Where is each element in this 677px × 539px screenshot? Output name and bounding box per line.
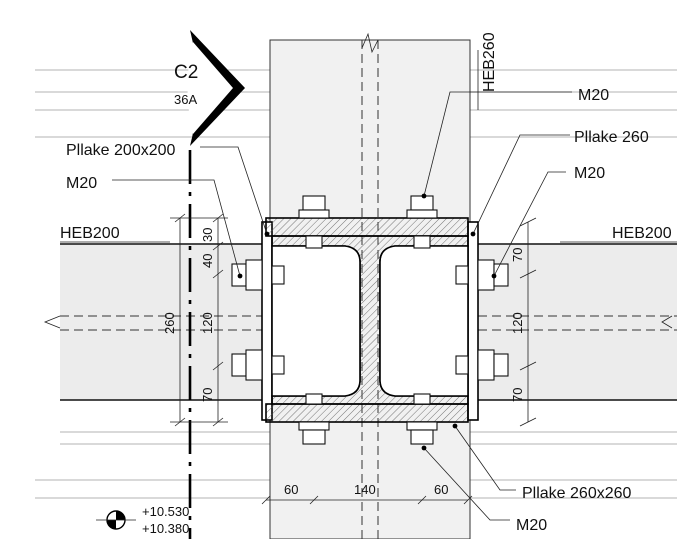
section-marker-sheet: 36A [174,92,197,107]
column-profile-label: HEB260 [481,32,498,92]
callout-bolt-top: M20 [578,87,609,104]
dimensions-right: 70 120 70 [510,217,537,427]
dim-left-40: 40 [200,254,215,268]
dim-left-70: 70 [200,388,215,402]
dim-left-total: 260 [162,312,177,334]
callout-bolt-bottom: M20 [516,517,547,534]
beam-left-profile-label: HEB200 [60,225,120,242]
callout-bolt-right: M20 [574,165,605,182]
beam-right-profile-label: HEB200 [612,225,672,242]
callout-plate-left: Pllake 200x200 [66,142,176,159]
dimensions-left: 30 40 120 70 260 [162,213,228,427]
dim-left-30: 30 [200,228,215,242]
dim-right-70-top: 70 [510,248,525,262]
beam-right-heb200 [478,243,677,401]
callouts: M20 Pllake 260 M20 Pllake 200x200 M20 Pl… [66,87,649,534]
dim-bottom-60-left: 60 [284,482,298,497]
dim-left-120: 120 [200,312,215,334]
dim-bottom-60-right: 60 [434,482,448,497]
column-section [271,235,469,405]
bolts-horizontal [231,259,509,381]
callout-plate-top-right: Pllake 260 [574,129,649,146]
level-lower: +10.380 [142,521,189,536]
dim-right-120: 120 [510,312,525,334]
callout-bolt-left: M20 [66,175,97,192]
elevation-marker: +10.530 +10.380 [96,504,189,536]
dim-right-70-bottom: 70 [510,388,525,402]
flange-plates [265,217,469,423]
section-marker-id: C2 [174,62,198,83]
callout-plate-bottom: Pllake 260x260 [522,485,632,502]
level-upper: +10.530 [142,504,189,519]
section-marker: C2 36A [174,30,245,539]
dim-bottom-140: 140 [354,482,376,497]
dimensions-bottom: 60 140 60 [261,482,473,505]
bolts-vertical [298,195,438,445]
